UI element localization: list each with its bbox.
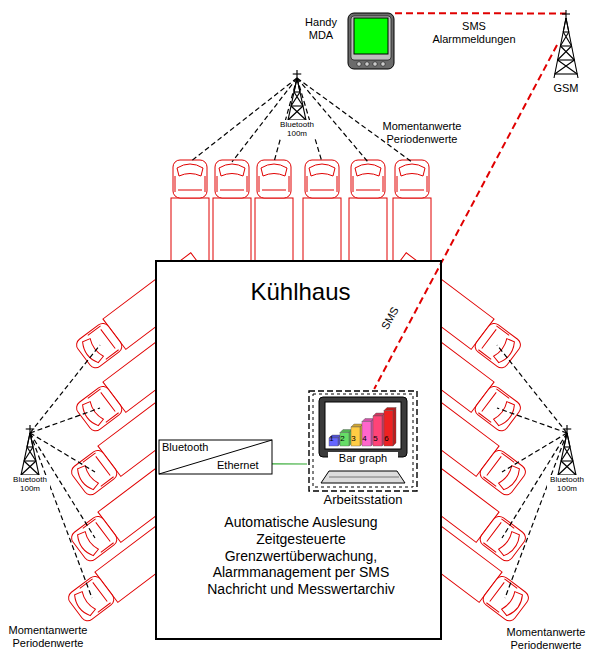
sms-link (374, 45, 557, 389)
data-note: Momentanwerte Periodenwerte (500, 626, 592, 651)
antenna-label: Bluetooth 100m (277, 120, 317, 138)
workstation: Bar graphArbeitsstation (307, 389, 419, 509)
bar-number: 4 (359, 434, 370, 443)
interface-label: Ethernet (217, 459, 259, 472)
radio-link (30, 433, 92, 598)
interface-label: Bluetooth (162, 441, 208, 454)
handheld-device: Handy MDA (347, 12, 395, 70)
radio-link (30, 408, 100, 433)
bar-number: 5 (370, 434, 381, 443)
device-label: Handy MDA (299, 16, 343, 41)
radio-link (505, 433, 567, 598)
pda-outline (347, 12, 395, 70)
interface-box: BluetoothEthernet (159, 440, 272, 474)
antenna-label: Bluetooth 100m (10, 475, 50, 493)
workstation-label: Arbeitsstation (302, 493, 424, 508)
data-note: Momentanwerte Periodenwerte (376, 120, 468, 145)
bar-number: 6 (381, 434, 392, 443)
tower-label: GSM (546, 82, 586, 95)
antenna-label: Bluetooth 100m (547, 475, 587, 493)
ethernet-cable (272, 463, 307, 464)
tower-outline (551, 10, 581, 80)
gsm-tower: GSM (551, 10, 581, 80)
bluetooth-antenna: Bluetooth 100m (281, 70, 313, 140)
chart-label: Bar graph (328, 452, 398, 465)
sms-link (395, 12, 566, 14)
radio-link (497, 408, 567, 433)
station-outline (307, 389, 419, 509)
radio-link (30, 345, 100, 433)
radio-link (30, 433, 95, 472)
data-note: Momentanwerte Periodenwerte (2, 624, 94, 649)
radio-link (497, 345, 567, 433)
building-note: Automatische Auslesung Zeitgesteuerte Gr… (205, 514, 397, 598)
radio-link (502, 433, 567, 472)
bar-number: 2 (337, 434, 348, 443)
bluetooth-antenna: Bluetooth 100m (14, 425, 46, 495)
bar-number: 3 (348, 434, 359, 443)
building-ground (155, 260, 442, 640)
cold-store-box: KühlhausAutomatische Auslesung Zeitgeste… (155, 260, 442, 640)
edge-label: SMS Alarmmeldungen (426, 20, 522, 45)
bluetooth-antenna: Bluetooth 100m (551, 425, 583, 495)
bar-number: 1 (326, 434, 337, 443)
